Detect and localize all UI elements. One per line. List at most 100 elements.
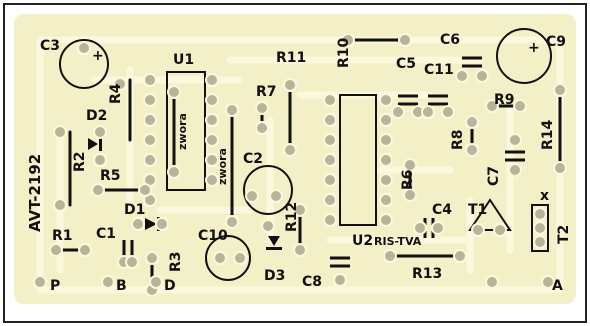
pad <box>441 105 455 119</box>
label-c9-plus: + <box>528 40 540 56</box>
pad <box>533 221 547 235</box>
label-r4: R4 <box>108 83 124 104</box>
pad <box>379 173 393 187</box>
pad <box>485 99 499 113</box>
pad <box>379 133 393 147</box>
label-c8: C8 <box>302 274 322 290</box>
label-jumper-2: zwora <box>216 148 229 185</box>
pad <box>471 223 485 237</box>
pad <box>143 133 157 147</box>
label-t2: T2 <box>556 225 572 244</box>
pad <box>533 207 547 221</box>
label-c11: C11 <box>424 62 454 78</box>
pad <box>53 125 67 139</box>
pad <box>283 143 297 157</box>
pad <box>403 188 417 202</box>
pad <box>465 143 479 157</box>
small-caps <box>122 56 525 268</box>
pad <box>379 93 393 107</box>
cap-c3-body <box>59 39 109 89</box>
transistor-t1-body <box>468 198 512 231</box>
pad <box>131 217 145 231</box>
pad <box>421 105 435 119</box>
pad <box>398 33 412 47</box>
label-u1: U1 <box>173 52 194 68</box>
pad <box>155 217 169 231</box>
label-r6: R6 <box>400 169 416 190</box>
label-r11: R11 <box>276 50 306 66</box>
label-c1: C1 <box>96 226 116 242</box>
label-c4: C4 <box>432 202 452 218</box>
pad <box>205 93 219 107</box>
pad <box>213 251 227 265</box>
pad <box>233 251 247 265</box>
pad <box>391 105 405 119</box>
pad <box>93 153 107 167</box>
pad <box>205 153 219 167</box>
label-r14: R14 <box>540 119 556 150</box>
pad <box>33 275 47 289</box>
pad <box>125 255 139 269</box>
pad <box>455 69 469 83</box>
pad <box>513 99 527 113</box>
pad <box>93 125 107 139</box>
pad <box>138 183 152 197</box>
pad <box>379 113 393 127</box>
label-terminal-p: P <box>50 278 60 294</box>
ic-u1-body <box>166 71 206 191</box>
label-d3: D3 <box>264 268 285 284</box>
pad <box>553 83 567 97</box>
cap-c9-body <box>496 28 552 84</box>
pad <box>323 93 337 107</box>
pad <box>293 203 307 217</box>
label-terminal-d: D <box>164 278 176 294</box>
pad <box>333 273 347 287</box>
transistor-t2-body <box>531 204 549 252</box>
label-u2: U2 <box>352 233 373 249</box>
label-c10: C10 <box>198 228 228 244</box>
pad <box>255 101 269 115</box>
pad <box>149 275 163 289</box>
label-c3: C3 <box>40 38 60 54</box>
pad <box>53 198 67 212</box>
pad <box>533 235 547 249</box>
pad <box>508 163 522 177</box>
pad <box>323 113 337 127</box>
label-r8: R8 <box>450 129 466 150</box>
pad <box>269 189 283 203</box>
pad <box>205 133 219 147</box>
pad <box>143 93 157 107</box>
label-c6: C6 <box>440 32 460 48</box>
label-c2: C2 <box>243 151 263 167</box>
label-r3: R3 <box>168 251 184 272</box>
pad <box>323 173 337 187</box>
label-r1: R1 <box>52 228 73 244</box>
label-d1: D1 <box>124 202 145 218</box>
pad <box>205 73 219 87</box>
pad <box>508 133 522 147</box>
cap-c2-body <box>243 165 293 215</box>
pads <box>33 33 567 297</box>
label-r13: R13 <box>412 266 442 282</box>
pad <box>379 193 393 207</box>
pad <box>225 103 239 117</box>
label-c5: C5 <box>396 56 416 72</box>
pad <box>205 113 219 127</box>
pad <box>143 73 157 87</box>
pad <box>78 243 92 257</box>
pad <box>379 213 393 227</box>
pad <box>493 223 507 237</box>
pad <box>323 133 337 147</box>
label-t1: T1 <box>468 202 487 218</box>
pad <box>145 251 159 265</box>
pad <box>261 219 275 233</box>
pad <box>293 243 307 257</box>
pad <box>431 221 445 235</box>
pad <box>383 249 397 263</box>
label-r5: R5 <box>100 168 121 184</box>
label-c9: C9 <box>546 34 566 50</box>
label-d2: D2 <box>86 108 107 124</box>
pad <box>205 173 219 187</box>
ic-u2-body <box>339 94 377 226</box>
pad <box>77 41 91 55</box>
